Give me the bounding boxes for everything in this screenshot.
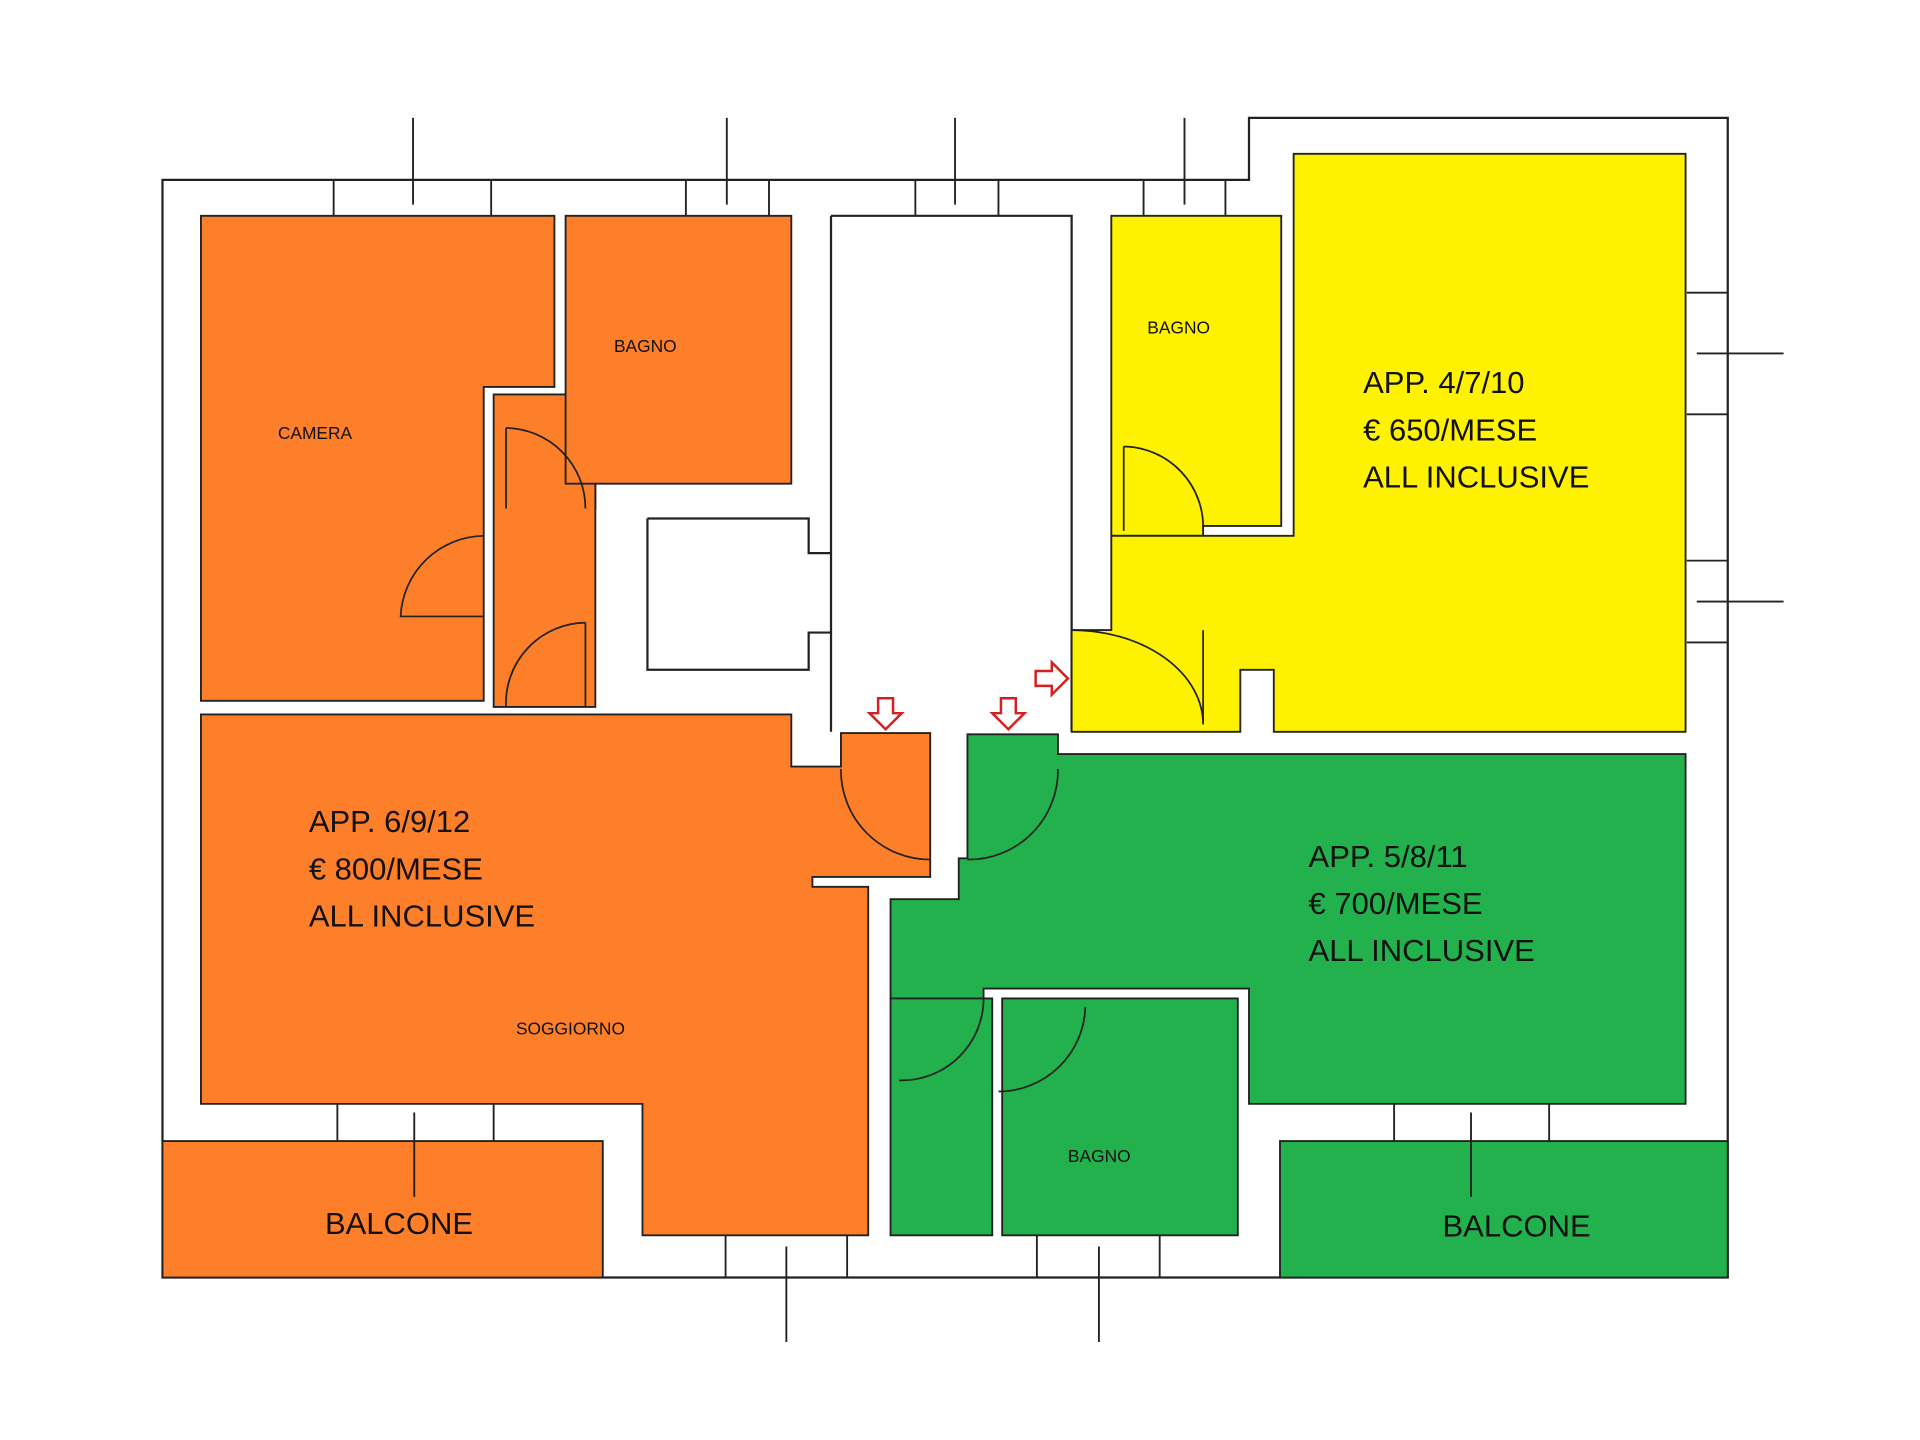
doors [399, 427, 1204, 1093]
apartment-label-4-7-10: APP. 4/7/10 € 650/MESE ALL INCLUSIVE [1363, 365, 1589, 494]
label-bagno-green: BAGNO [1068, 1146, 1131, 1166]
room-main-green [889, 733, 1687, 1105]
label-balcone-right: BALCONE [1442, 1209, 1590, 1244]
room-main-yellow [1070, 152, 1687, 733]
room-balcone-left [161, 1140, 604, 1279]
apartment-label-6-9-12: APP. 6/9/12 € 800/MESE ALL INCLUSIVE [309, 804, 535, 933]
apartment-note: ALL INCLUSIVE [309, 899, 535, 934]
label-bagno-orange: BAGNO [614, 336, 677, 356]
apartment-price: € 700/MESE [1309, 886, 1483, 921]
apartment-name: APP. 5/8/11 [1309, 839, 1468, 874]
windows [332, 117, 1784, 1343]
room-bagno-orange [564, 214, 793, 510]
apartment-name: APP. 6/9/12 [309, 804, 470, 839]
room-hallway-orange [492, 393, 597, 708]
arrow-down-icon [866, 697, 905, 732]
arrow-right-icon [1034, 659, 1070, 698]
apartment-5-8-11 [889, 733, 1729, 1279]
label-soggiorno: SOGGIORNO [516, 1018, 625, 1038]
apartment-4-7-10 [1070, 152, 1687, 733]
room-bagno-yellow [1110, 214, 1283, 537]
apartment-6-9-12 [161, 214, 932, 1279]
apartment-price: € 800/MESE [309, 851, 483, 886]
entrance-arrows [866, 659, 1070, 732]
room-camera [200, 214, 556, 702]
label-bagno-yellow: BAGNO [1147, 318, 1210, 338]
apartment-note: ALL INCLUSIVE [1309, 933, 1535, 968]
room-soggiorno [200, 713, 932, 1237]
apartment-note: ALL INCLUSIVE [1363, 459, 1589, 494]
corridor-wall [646, 214, 1073, 732]
apartment-label-5-8-11: APP. 5/8/11 € 700/MESE ALL INCLUSIVE [1309, 839, 1535, 968]
apartment-price: € 650/MESE [1363, 412, 1537, 447]
label-balcone-left: BALCONE [325, 1206, 473, 1241]
apartment-name: APP. 4/7/10 [1363, 365, 1524, 400]
label-camera: CAMERA [278, 423, 353, 443]
room-balcone-right [1279, 1140, 1729, 1279]
arrow-down-icon [989, 697, 1028, 732]
room-hallway-green [889, 997, 994, 1237]
room-bagno-green [1001, 997, 1239, 1237]
